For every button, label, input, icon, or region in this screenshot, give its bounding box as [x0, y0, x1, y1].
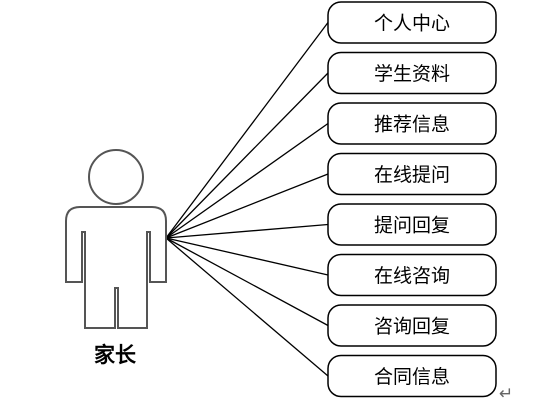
use-case-item: 推荐信息 [327, 102, 497, 145]
actor-label: 家长 [94, 342, 137, 367]
use-case-box [327, 51, 497, 95]
association-line [165, 223, 329, 239]
use-case-item: 学生资料 [327, 51, 497, 95]
paragraph-mark: ↵ [499, 384, 513, 404]
use-case-label: 推荐信息 [374, 114, 450, 136]
association-line [165, 173, 329, 239]
use-case-box [327, 152, 497, 196]
actor-body [65, 206, 167, 329]
association-line [165, 72, 329, 239]
use-case-item: 提问回复 [327, 203, 497, 246]
association-line [165, 237, 329, 327]
actor-head [88, 149, 144, 205]
use-case-item: 合同信息 [327, 354, 497, 398]
association-lines [165, 22, 329, 377]
use-case-label: 个人中心 [374, 13, 450, 35]
use-case-label: 在线提问 [374, 164, 450, 186]
use-case-box [327, 354, 497, 398]
association-line [165, 237, 329, 276]
use-case-item: 个人中心 [327, 1, 497, 44]
use-case-box [327, 1, 497, 44]
use-case-item: 咨询回复 [327, 304, 497, 347]
association-line [165, 122, 329, 239]
use-case-box [327, 253, 497, 297]
use-case-item: 在线提问 [327, 152, 497, 196]
use-case-label: 合同信息 [374, 366, 450, 388]
use-case-label: 在线咨询 [374, 265, 450, 287]
association-line [165, 22, 329, 239]
association-line [165, 237, 329, 377]
use-case-label: 咨询回复 [374, 316, 450, 338]
use-case-box [327, 304, 497, 347]
use-case-label: 提问回复 [374, 215, 450, 237]
use-case-label: 学生资料 [374, 63, 450, 85]
actor-figure [65, 149, 167, 329]
use-case-box [327, 203, 497, 246]
use-case-item: 在线咨询 [327, 253, 497, 297]
use-case-box [327, 102, 497, 145]
